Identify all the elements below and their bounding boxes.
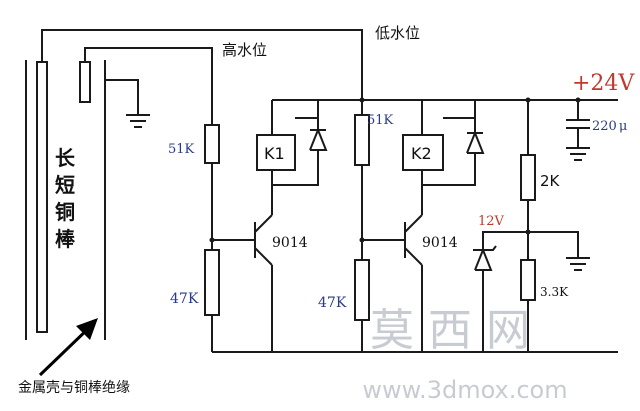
resistor-47k-2-label: 47K [318, 295, 347, 311]
transistor-2-emitter [404, 247, 423, 266]
diode-1-bottom-wire [272, 150, 319, 186]
junction-dot [359, 237, 365, 243]
zener-label: 12V [478, 214, 505, 229]
watermark-logo-text: 莫 西 网 [370, 305, 530, 356]
transistor-2-label: 9014 [422, 235, 458, 251]
junction-dot [359, 97, 365, 103]
housing-ground-wire [105, 79, 139, 115]
diode-2-top-wire [443, 100, 476, 119]
transistor-1-label: 9014 [272, 235, 308, 251]
zener-node-wire [482, 231, 579, 258]
short-copper-rod [79, 61, 91, 103]
zener-bar [473, 245, 497, 251]
capacitor-mu: μ [619, 119, 627, 134]
capacitor-value: 220 [592, 119, 617, 134]
caption-arrow-icon [38, 318, 98, 377]
caption-text: 金属壳与铜棒绝缘 [18, 379, 130, 396]
diode-1-triangle [309, 127, 328, 151]
high-level-label: 高水位 [222, 41, 267, 59]
resistor-51k-2-label: 51K [367, 113, 394, 128]
transistor-1-emitter [254, 247, 273, 266]
relay-k1-label: K1 [264, 144, 285, 163]
relay-k2-box [402, 134, 444, 171]
junction-dot [525, 229, 531, 235]
rod-label-3: 铜 [55, 200, 75, 224]
resistor-47k-1 [204, 249, 220, 316]
resistor-3k3 [520, 259, 536, 301]
rod-label-1: 长 [55, 146, 76, 170]
resistor-47k-2 [354, 259, 370, 321]
transistor-1-collector [254, 214, 273, 233]
resistor-51k-1-label: 51K [168, 142, 195, 157]
relay-k1-box [256, 134, 296, 171]
resistor-51k-1 [204, 124, 220, 164]
diode-1-top-wire [295, 100, 319, 119]
diode-2-bottom-wire [422, 153, 476, 186]
junction-dot [209, 237, 215, 243]
voltage-label: +24V [572, 71, 635, 96]
diode-2-triangle [466, 130, 485, 154]
relay-k2-label: K2 [411, 144, 432, 163]
low-level-label: 低水位 [375, 24, 420, 42]
resistor-47k-1-label: 47K [170, 291, 199, 307]
long-copper-rod [36, 61, 48, 333]
resistor-2k-label: 2K [540, 172, 561, 190]
resistor-2k [520, 154, 536, 201]
wires [25, 29, 618, 353]
rod-label-2: 短 [55, 173, 75, 197]
high-level-wire [84, 47, 213, 125]
resistor-3k3-label: 3.3K [540, 285, 569, 299]
junction-dot [575, 97, 581, 103]
zener-triangle [474, 247, 493, 271]
transistor-2-collector [404, 214, 423, 233]
watermark-url: www.3dmox.com [362, 376, 567, 404]
junction-dot [525, 97, 531, 103]
low-level-wire [41, 29, 363, 115]
rod-label-4: 棒 [55, 227, 76, 251]
junctions [209, 97, 581, 243]
